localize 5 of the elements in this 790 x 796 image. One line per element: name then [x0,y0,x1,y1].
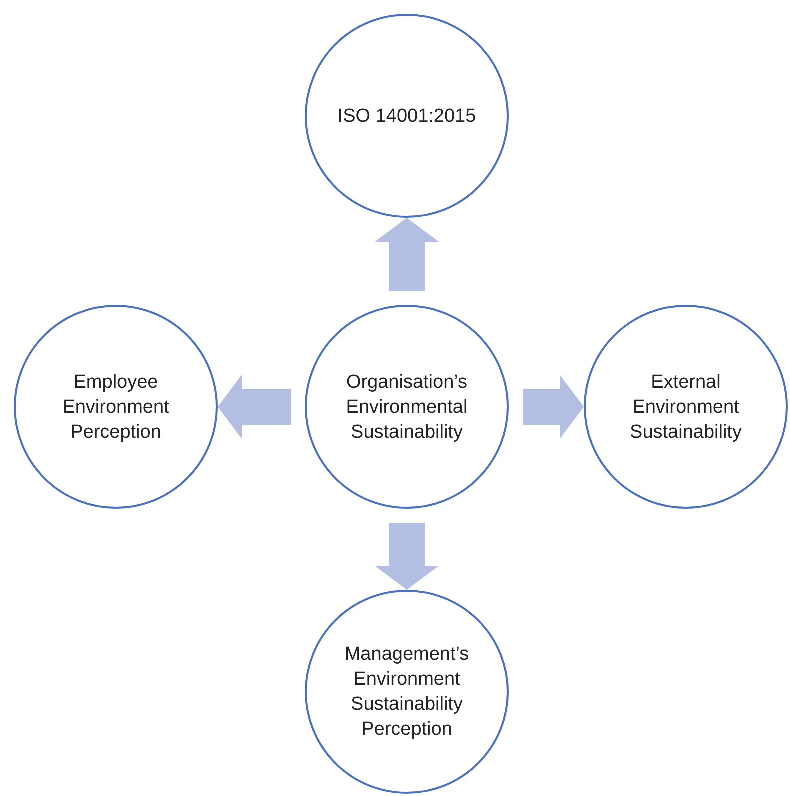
node-label: Organisation’s Environmental Sustainability [345,370,469,444]
node-label: External Environment Sustainability [629,370,743,444]
node-label: ISO 14001:2015 [338,104,476,128]
node-label: Employee Environment Perception [62,370,170,444]
node-label: Management’s Environment Sustainability Perception [344,643,470,742]
